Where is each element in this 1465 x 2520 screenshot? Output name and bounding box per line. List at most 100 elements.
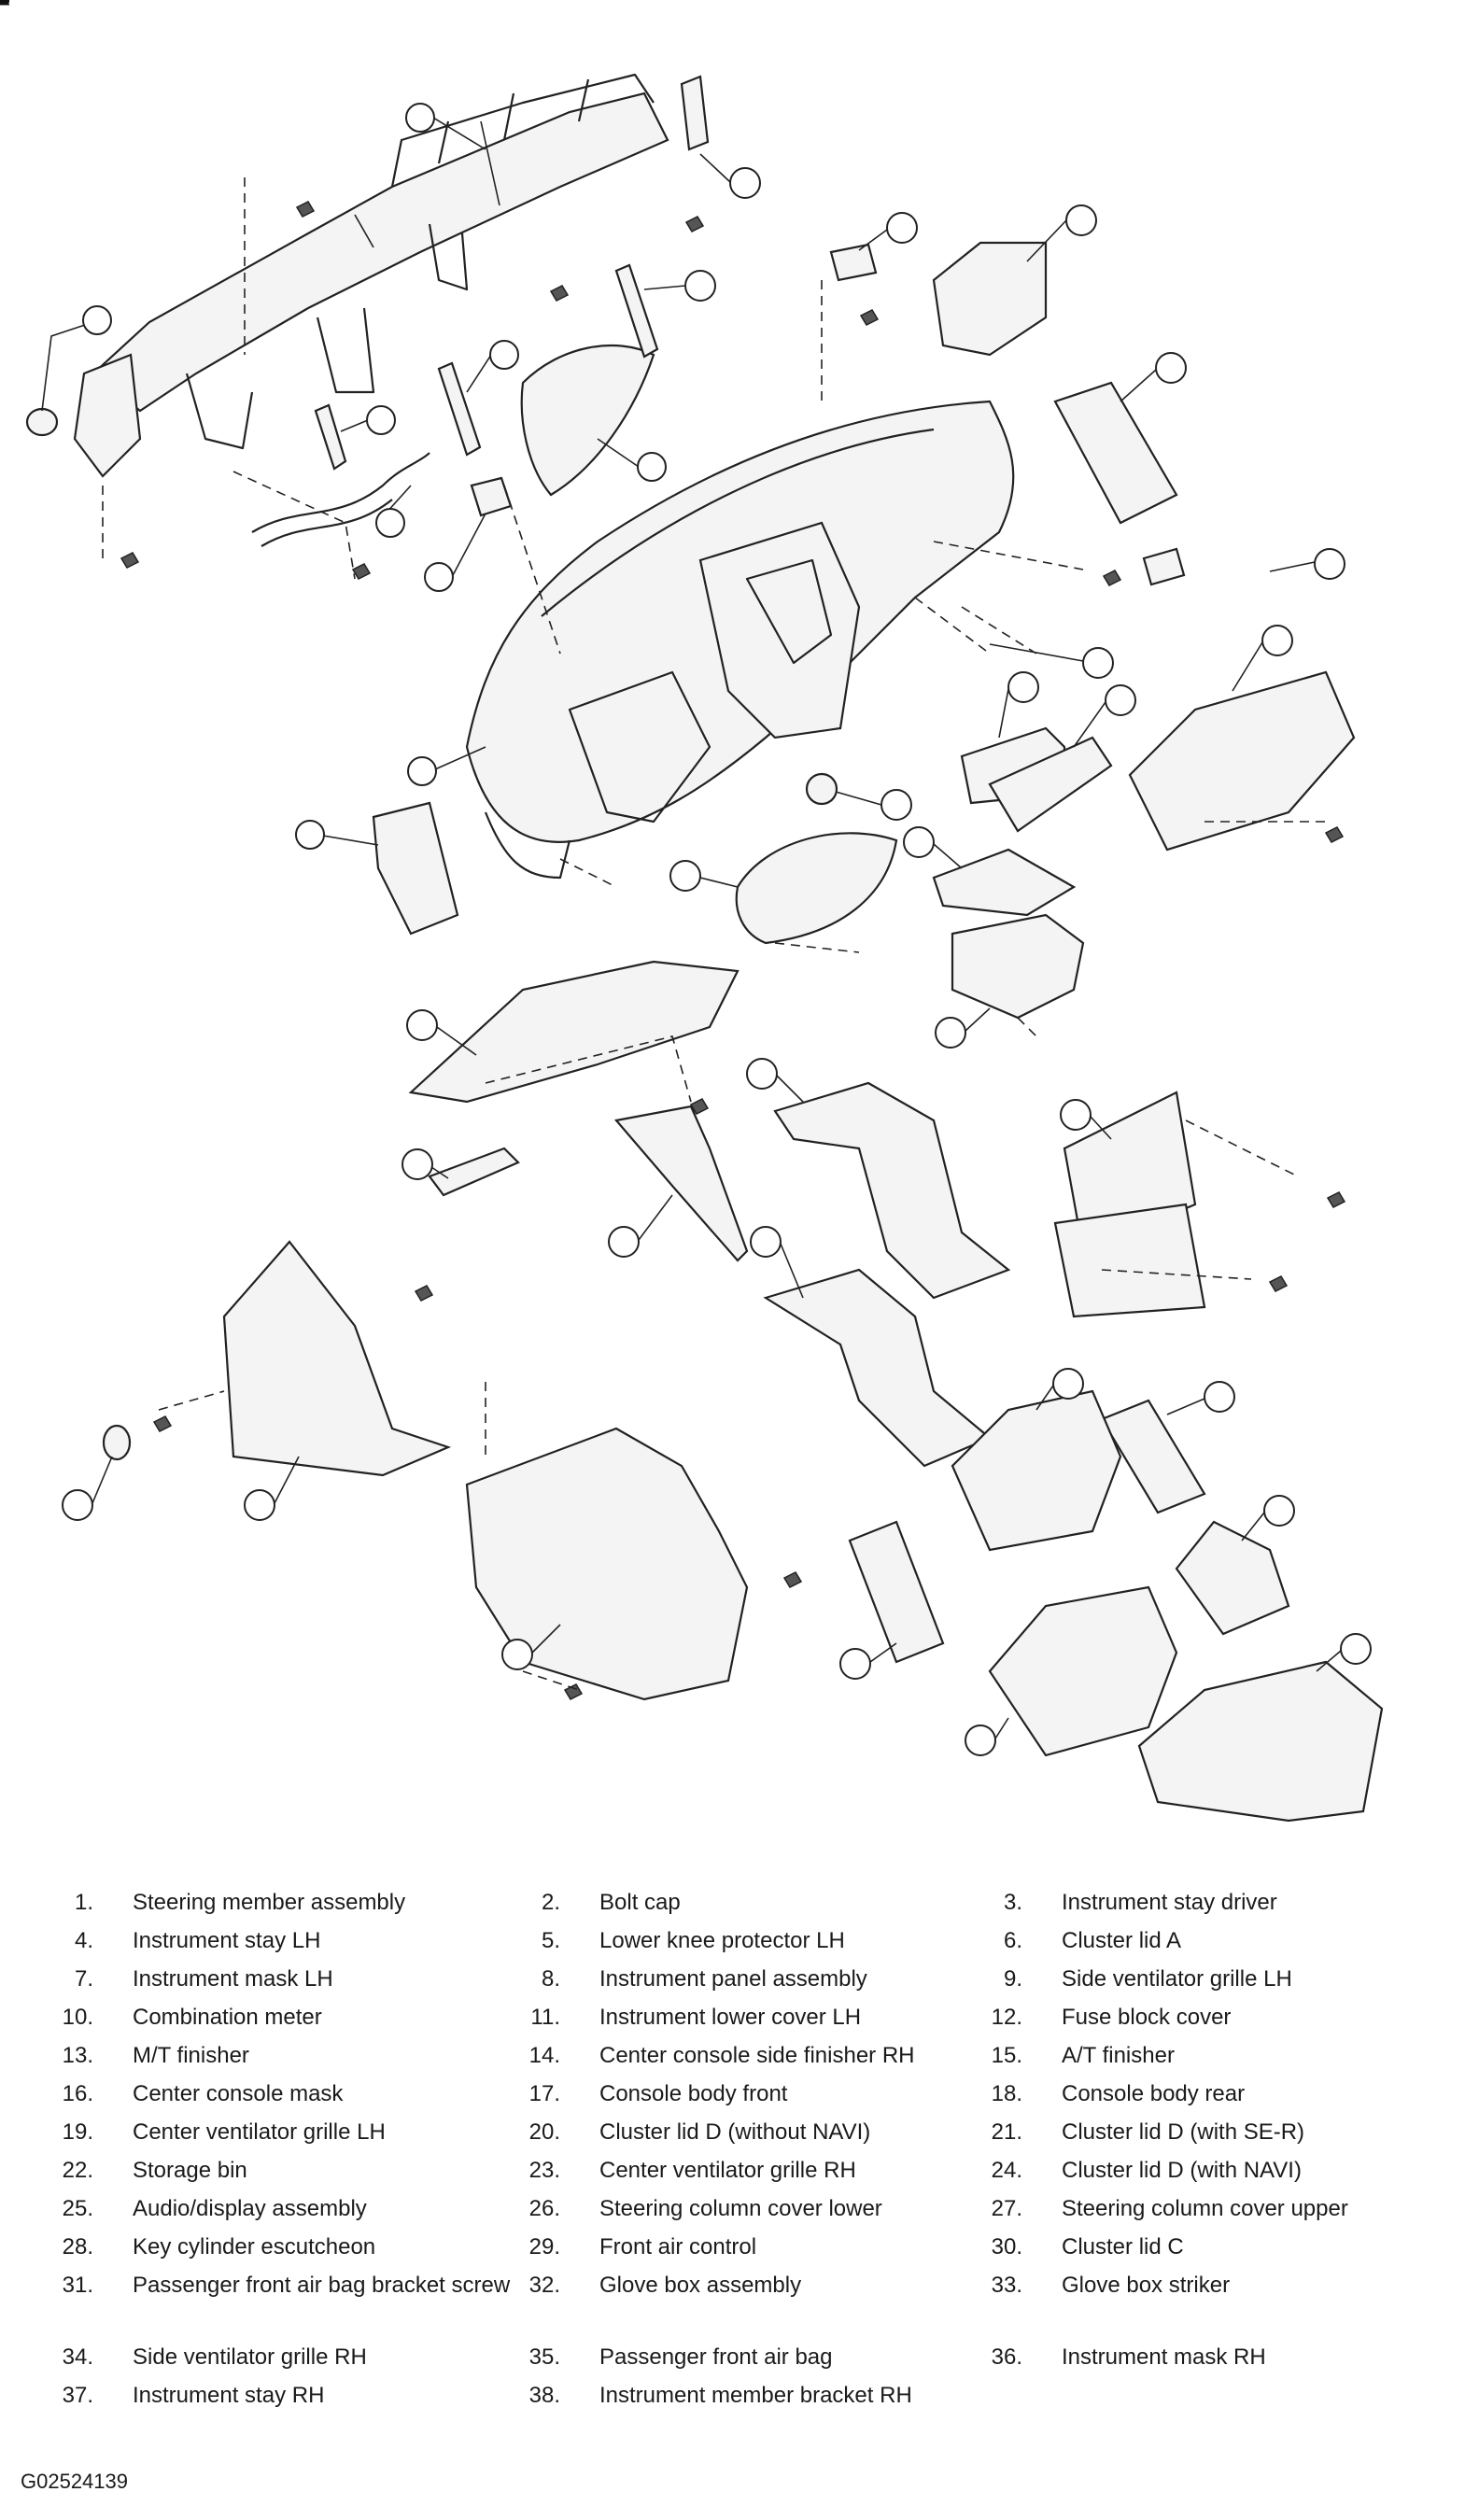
legend-number: 23. bbox=[528, 2158, 560, 2183]
callout-29: 29 bbox=[0, 0, 1039, 739]
legend-number: 29. bbox=[528, 2234, 560, 2260]
legend-part-name: Center ventilator grille LH bbox=[133, 2119, 386, 2145]
callout-9: 9 bbox=[0, 0, 379, 850]
legend-number: 15. bbox=[991, 2043, 1022, 2068]
legend-part-name: Steering member assembly bbox=[133, 1890, 406, 1915]
figure-id: G02524139 bbox=[21, 2470, 128, 2493]
legend-number: 5. bbox=[541, 1928, 560, 1953]
callout-38: 38 bbox=[0, 0, 761, 199]
part-passenger-front-air-bag bbox=[932, 241, 1048, 357]
callout-34: 34 bbox=[0, 0, 1187, 402]
legend-part-name: Fuse block cover bbox=[1062, 2005, 1232, 2030]
assembly-dashed-lines bbox=[102, 177, 1326, 1691]
legend-number: 33. bbox=[991, 2273, 1022, 2298]
bolt-hardware bbox=[120, 201, 1346, 1700]
legend-number: 9. bbox=[1003, 1966, 1022, 1992]
legend-number: 14. bbox=[528, 2043, 560, 2068]
legend-part-name: M/T finisher bbox=[133, 2043, 249, 2068]
svg-text:30: 30 bbox=[0, 0, 10, 10]
legend-number: 3. bbox=[1003, 1890, 1022, 1915]
legend-part-name: Cluster lid D (with NAVI) bbox=[1062, 2158, 1302, 2183]
callout-13: 13 bbox=[0, 0, 804, 1103]
callout-4: 4 bbox=[0, 0, 519, 393]
legend-number: 7. bbox=[74, 1966, 93, 1992]
callout-36: 36 bbox=[0, 0, 918, 251]
callout-23: 23 bbox=[0, 0, 1235, 1415]
legend-part-name: Bolt cap bbox=[599, 1890, 681, 1915]
legend-part-name: Instrument panel assembly bbox=[599, 1966, 867, 1992]
callout-30: 30 bbox=[0, 0, 1136, 748]
part-bolt-cap bbox=[25, 407, 59, 437]
part-center-ventilator-grille-rh bbox=[1100, 1399, 1206, 1514]
legend-number: 19. bbox=[62, 2119, 93, 2145]
legend-number: 36. bbox=[991, 2344, 1022, 2370]
legend-part-name: Console body front bbox=[599, 2081, 788, 2106]
legend-part-name: Center console side finisher RH bbox=[599, 2043, 915, 2068]
legend-part-name: Side ventilator grille LH bbox=[1062, 1966, 1292, 1992]
svg-text:21: 21 bbox=[0, 0, 10, 10]
part-cluster-lid-d-with-navi bbox=[951, 1389, 1122, 1552]
part-combination-meter bbox=[735, 832, 898, 945]
legend-number: 16. bbox=[62, 2081, 93, 2106]
callout-31: 31 bbox=[0, 0, 1114, 679]
legend-number: 38. bbox=[528, 2383, 560, 2408]
legend-number: 1. bbox=[74, 1890, 93, 1915]
callout-25: 25 bbox=[0, 0, 1112, 1140]
svg-text:13: 13 bbox=[0, 0, 10, 10]
callout-1: 1 bbox=[0, 0, 486, 150]
legend-part-name: Audio/display assembly bbox=[133, 2196, 367, 2221]
legend-part-name: Instrument mask LH bbox=[133, 1966, 333, 1992]
part-at-finisher bbox=[763, 1268, 993, 1468]
part-side-ventilator-grille-rh bbox=[1053, 381, 1178, 525]
legend-part-name: Side ventilator grille RH bbox=[133, 2344, 367, 2370]
callout-28: 28 bbox=[0, 0, 912, 821]
part-storage-bin bbox=[1175, 1520, 1290, 1636]
callout-11: 11 bbox=[0, 0, 477, 1056]
callout-21: 21 bbox=[0, 0, 1372, 1672]
part-console-body-front bbox=[222, 1240, 452, 1477]
part-cluster-lid-d-without-navi bbox=[988, 1585, 1178, 1757]
svg-text:31: 31 bbox=[0, 0, 10, 10]
exploded-parts-diagram: 1 2 3 4 5 6 7 8 9 10 11 12 13 14 15 16 1… bbox=[0, 0, 1384, 1823]
legend-part-name: Instrument lower cover LH bbox=[599, 2005, 862, 2030]
part-instrument-mask-rh bbox=[829, 243, 878, 282]
svg-text:26: 26 bbox=[0, 0, 10, 10]
legend-part-name: Cluster lid D (with SE-R) bbox=[1062, 2119, 1305, 2145]
part-key-cylinder-escutcheon bbox=[805, 772, 838, 806]
legend-part-name: Instrument member bracket RH bbox=[599, 2383, 912, 2408]
callout-12: 12 bbox=[0, 0, 449, 1180]
legend-part-name: Instrument stay RH bbox=[133, 2383, 325, 2408]
svg-text:6: 6 bbox=[0, 0, 5, 10]
legend-part-name: Cluster lid D (without NAVI) bbox=[599, 2119, 871, 2145]
part-glove-box-assembly bbox=[1128, 670, 1356, 852]
callout-15: 15 bbox=[0, 0, 804, 1299]
legend-number: 13. bbox=[62, 2043, 93, 2068]
legend-part-name: Glove box striker bbox=[1062, 2273, 1231, 2298]
legend-part-name: Passenger front air bag bbox=[599, 2344, 833, 2370]
svg-text:35: 35 bbox=[0, 0, 10, 10]
part-instrument-stay-rh bbox=[614, 263, 659, 359]
legend-number: 27. bbox=[991, 2196, 1022, 2221]
legend-part-name: Center console mask bbox=[133, 2081, 344, 2106]
legend-number: 30. bbox=[991, 2234, 1022, 2260]
legend-number: 22. bbox=[62, 2158, 93, 2183]
svg-text:33: 33 bbox=[0, 0, 10, 10]
legend-number: 24. bbox=[991, 2158, 1022, 2183]
legend-part-name: Center ventilator grille RH bbox=[599, 2158, 856, 2183]
svg-text:10: 10 bbox=[0, 0, 10, 10]
callout-17: 17 bbox=[0, 0, 300, 1521]
svg-text:15: 15 bbox=[0, 0, 10, 10]
legend-part-name: Passenger front air bag bracket screw bbox=[133, 2273, 511, 2298]
part-instrument-panel-assembly bbox=[465, 400, 1015, 880]
legend-number: 34. bbox=[62, 2344, 93, 2370]
svg-text:23: 23 bbox=[0, 0, 10, 10]
svg-text:27: 27 bbox=[0, 0, 10, 10]
legend-number: 31. bbox=[62, 2273, 93, 2298]
callout-27: 27 bbox=[0, 0, 963, 869]
legend-number: 8. bbox=[541, 1966, 560, 1992]
part-instrument-mask-lh bbox=[470, 476, 513, 517]
part-center-console-side-finisher-rh bbox=[613, 1105, 749, 1262]
svg-text:16: 16 bbox=[0, 0, 10, 10]
svg-text:9: 9 bbox=[0, 0, 5, 10]
legend-number: 2. bbox=[541, 1890, 560, 1915]
